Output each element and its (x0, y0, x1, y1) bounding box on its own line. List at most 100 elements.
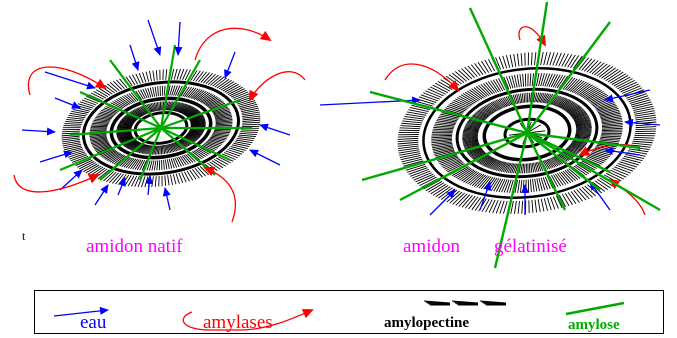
amylopectin-strand (242, 123, 260, 126)
amylopectin-strand (214, 77, 227, 88)
amylopectin-strand (462, 134, 478, 137)
amylopectin-strand (464, 91, 479, 102)
amylopectin-strand (514, 94, 519, 104)
amylopectin-strand (170, 174, 173, 185)
amylose-chain (526, 132, 601, 191)
water-arrow (39, 150, 73, 163)
amylopectin-strand (206, 99, 222, 107)
amylopectin-strand (585, 89, 603, 100)
amylopectin-strand (114, 100, 126, 108)
amylopectin-strand (174, 141, 183, 150)
amylopectin-strand (436, 120, 456, 124)
amylopectin-strand (584, 88, 601, 100)
amylopectin-strand (173, 85, 178, 96)
amylopectin-strand (118, 97, 129, 106)
water-arrow (604, 147, 641, 156)
amylopectin-strand (590, 152, 609, 159)
amylase-arrow (203, 166, 236, 223)
amylopectin-strand (179, 139, 190, 147)
amylopectin-strand (487, 81, 497, 93)
amylopectin-strand (189, 129, 205, 132)
amylopectin-strand (628, 95, 649, 103)
amylopectin-strand (152, 86, 156, 97)
amylopectin-strand (481, 301, 507, 304)
amylopectin-strand (165, 101, 169, 111)
amylopectin-strand (215, 116, 233, 120)
legend-amylases-label: amylases (203, 312, 273, 333)
amylopectin-strand (509, 179, 514, 193)
amylopectin-strand (93, 142, 110, 149)
amylopectin-strand (489, 159, 500, 169)
amylopectin-strand (242, 119, 261, 122)
amylopectin-strand (575, 120, 591, 125)
amylopectin-strand (469, 149, 484, 157)
amylopectin-strand (549, 158, 557, 167)
amylopectin-strand (471, 115, 486, 121)
amylopectin-strand (552, 156, 562, 165)
amylopectin-strand (461, 195, 473, 208)
amylopectin-strand (632, 140, 653, 144)
amylopectin-strand (552, 95, 562, 106)
amylopectin-strand (545, 159, 552, 169)
amylopectin-strand (81, 99, 97, 106)
amylopectin-strand (116, 133, 132, 138)
amylopectin-strand (186, 133, 201, 138)
amylopectin-strand (242, 117, 261, 121)
amylopectin-strand (109, 153, 123, 163)
amylopectin-strand (558, 172, 569, 184)
amylopectin-strand (170, 143, 176, 152)
amylopectin-strand (186, 134, 200, 139)
amylopectin-strand (571, 110, 586, 117)
amylopectin-strand (571, 142, 586, 147)
amylopectin-strand (446, 105, 465, 113)
amylopectin-strand (192, 70, 201, 82)
amylopectin-strand (556, 75, 566, 89)
amylopectin-strand (77, 103, 94, 109)
amylopectin-strand (61, 132, 80, 135)
amylopectin-strand (557, 154, 568, 162)
amylopectin-strand (197, 167, 206, 177)
legend-amylopectin-symbol (423, 300, 507, 306)
amylopectin-strand (471, 174, 485, 187)
amylopectin-strand (109, 172, 119, 183)
amylopectin-strand (103, 107, 118, 113)
amylopectin-strand (90, 92, 104, 100)
amylopectin-strand (208, 101, 224, 109)
amylopectin-strand (517, 200, 520, 214)
amylopectin-strand (211, 160, 224, 169)
amylopectin-strand (572, 113, 588, 120)
amylopectin-strand (153, 160, 157, 171)
amylopectin-strand (218, 156, 232, 164)
amylopectin-strand (83, 163, 98, 173)
amylopectin-strand (572, 140, 588, 144)
amylopectin-strand (531, 200, 534, 213)
amylopectin-strand (169, 143, 175, 153)
amylopectin-strand (449, 191, 463, 204)
amylopectin-strand (573, 115, 589, 121)
amylopectin-strand (556, 97, 566, 107)
amylopectin-strand (172, 158, 178, 168)
amylopectin-strand (508, 75, 514, 89)
amylopectin-strand (86, 95, 100, 103)
amylopectin-strand (157, 86, 159, 97)
amylose-chain (160, 127, 231, 161)
amylopectin-strand (478, 155, 491, 164)
amylopectin-strand (184, 108, 198, 116)
amylopectin-strand (542, 93, 549, 104)
water-arrow (259, 123, 291, 136)
amylopectin-strand (578, 57, 590, 71)
amylopectin-strand (215, 117, 233, 121)
amylopectin-strand (188, 131, 203, 135)
amylopectin-strand (146, 160, 151, 171)
legend-amylose-line (565, 301, 625, 316)
amylopectin-strand (184, 107, 197, 116)
amylopectin-strand (101, 110, 116, 116)
amylopectin-strand (176, 103, 185, 112)
amylopectin-strand (432, 145, 453, 150)
amylopectin-strand (455, 167, 472, 179)
growth-ring (133, 111, 189, 145)
amylopectin-strand (156, 102, 160, 111)
amylopectin-strand (166, 144, 170, 154)
amylopectin-strand (218, 80, 232, 90)
amylopectin-strand (93, 90, 106, 99)
